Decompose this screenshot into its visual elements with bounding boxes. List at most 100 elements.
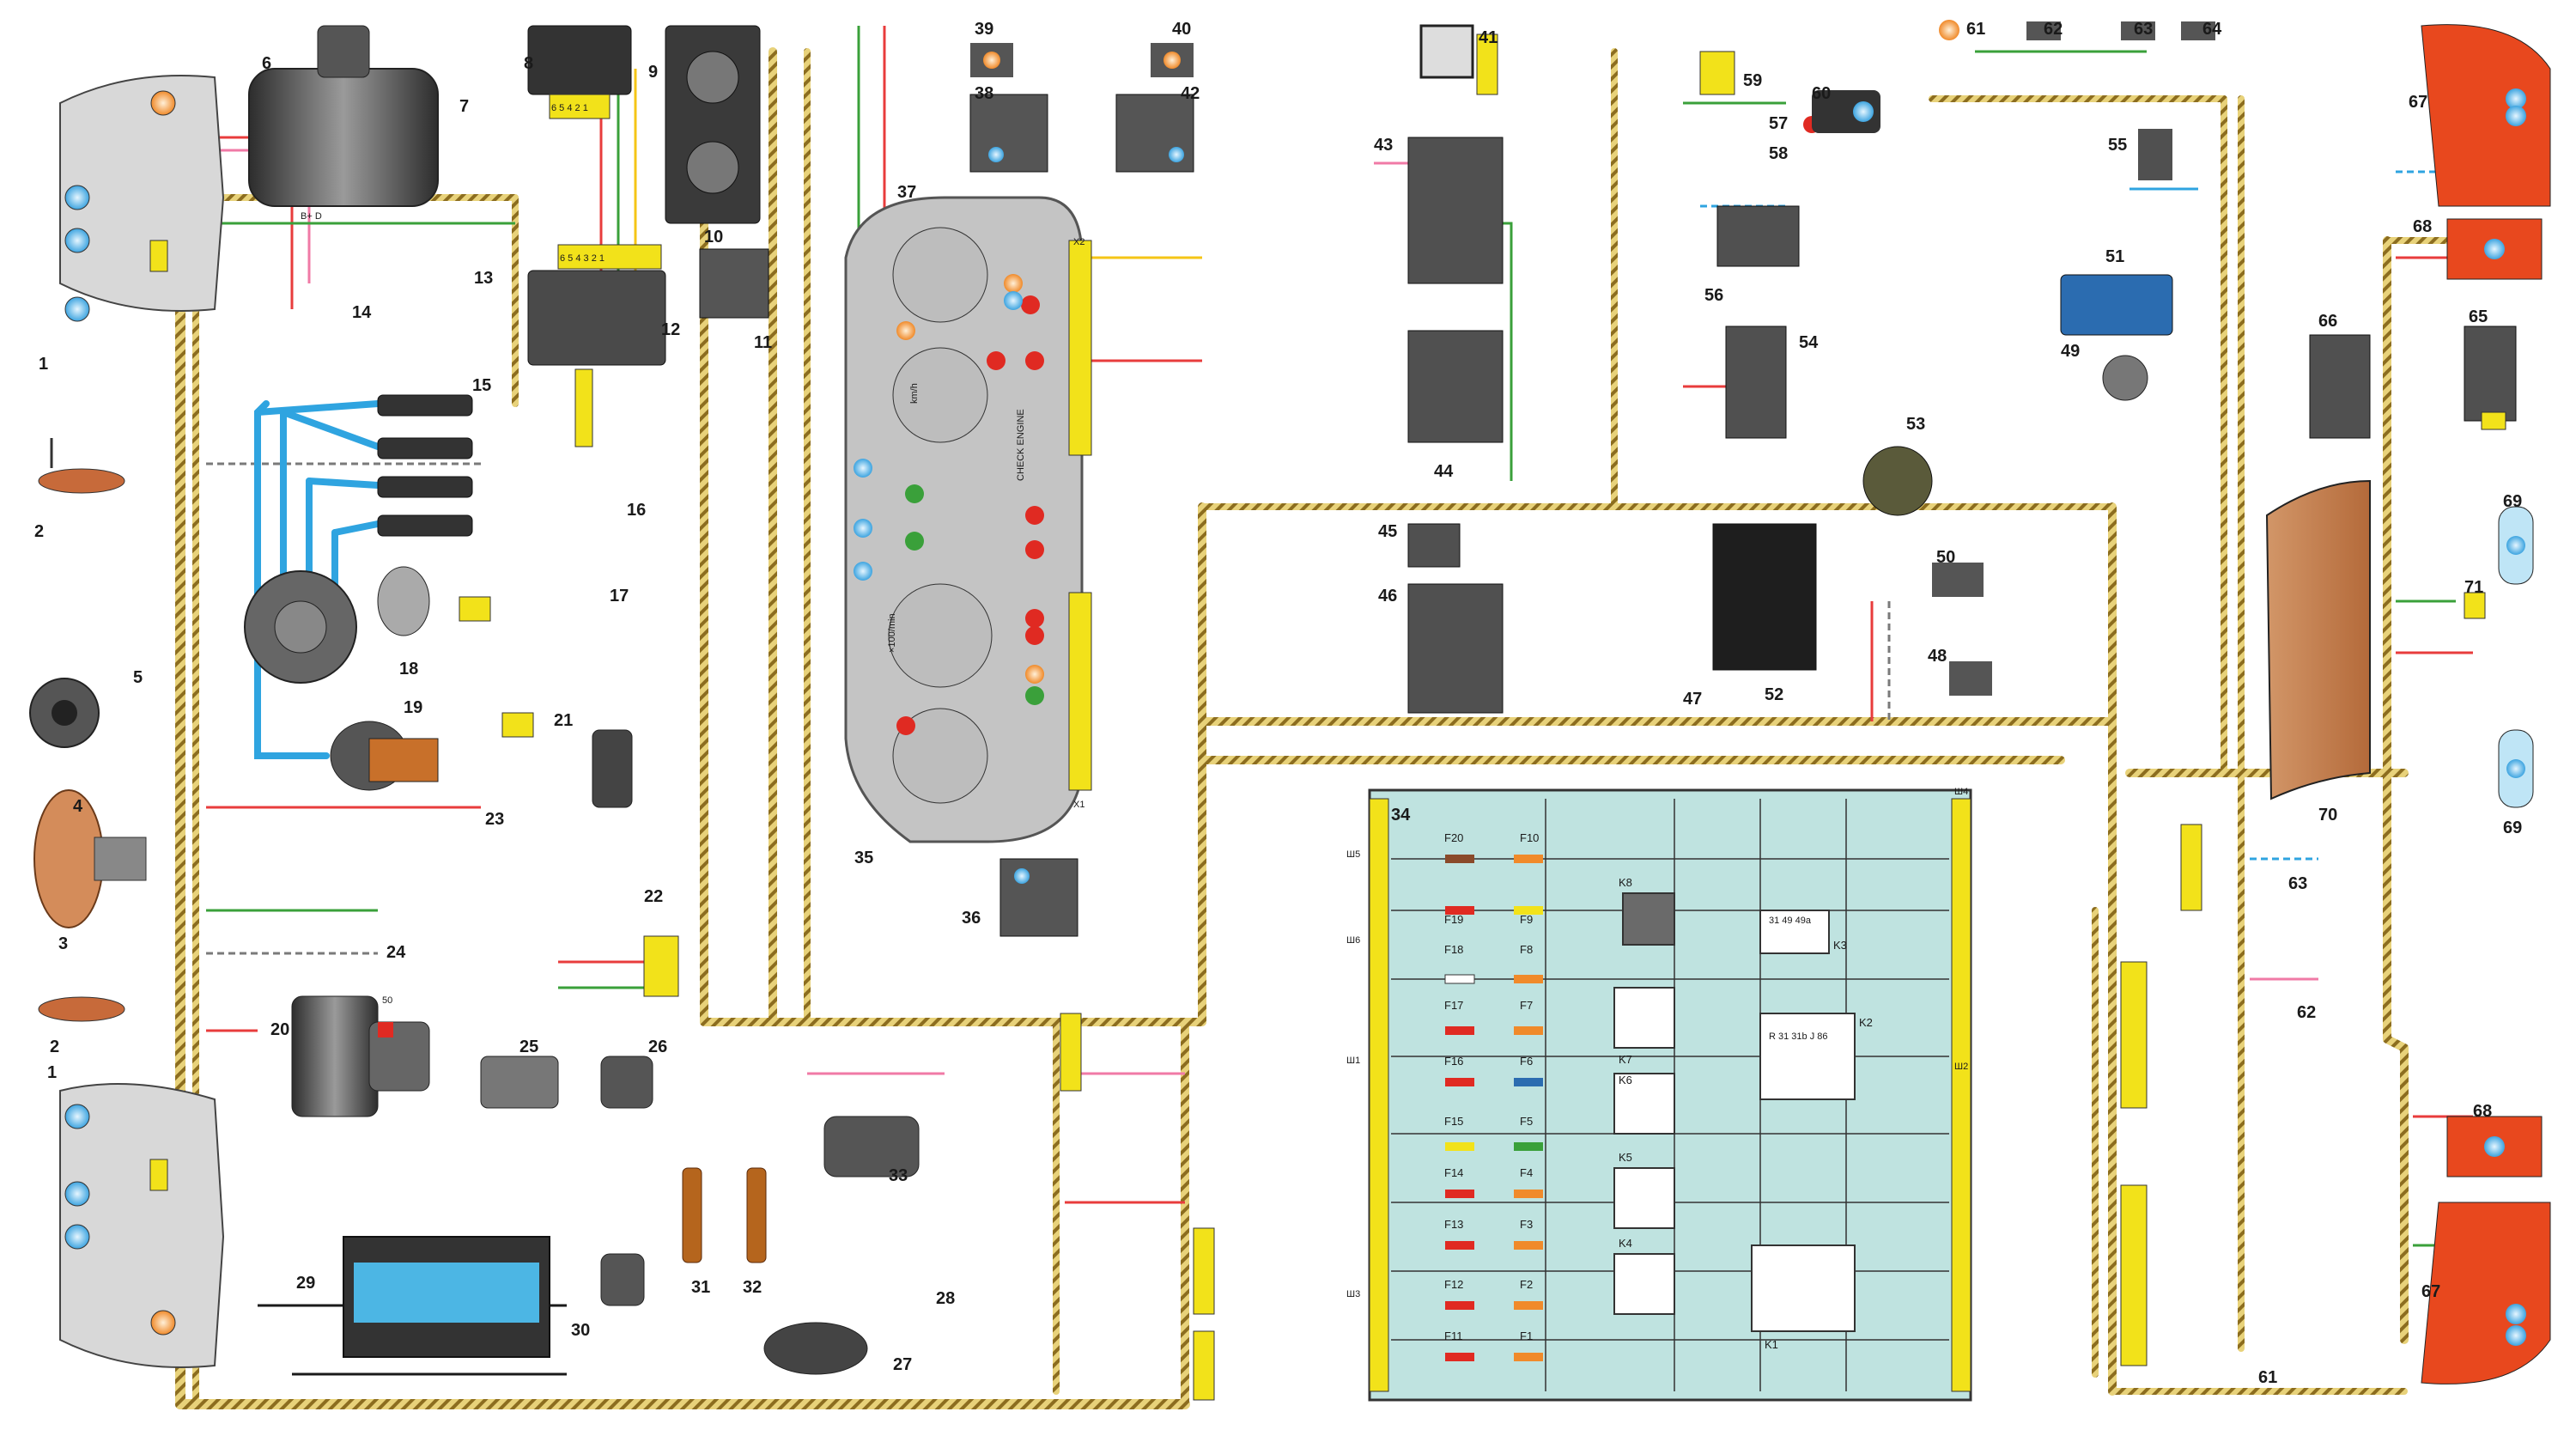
connector-8-pins: 6 5 4 2 1	[551, 103, 588, 113]
fuse-relay-box	[1368, 788, 1972, 1402]
fuse-label: F11	[1444, 1330, 1462, 1342]
fuse-label: F1	[1520, 1330, 1533, 1342]
label-7: 7	[459, 97, 469, 116]
cluster-connector-x2: X2	[1073, 237, 1084, 247]
misc-labels: 31 49 49a R 31 31b J 86 B+ D 50 6 5 4 3 …	[301, 103, 1828, 1042]
fuse-label: F17	[1444, 999, 1463, 1012]
headlamp-front-left-bottom	[59, 1083, 225, 1368]
label-54: 54	[1799, 333, 1819, 352]
relay-51	[2060, 274, 2173, 336]
label-62: 62	[2044, 20, 2063, 39]
label-50: 50	[1936, 548, 1955, 567]
hazard-switch-54	[1725, 326, 1787, 439]
label-45: 45	[1378, 522, 1397, 541]
headlamp-front-left-top	[59, 75, 225, 322]
fuse-label: F12	[1444, 1278, 1463, 1291]
washer-pumps	[682, 1167, 767, 1263]
label-36: 36	[962, 909, 981, 928]
label-59: 59	[1743, 71, 1762, 90]
label-2: 2	[34, 522, 44, 541]
label-66: 66	[2318, 312, 2337, 331]
fuse-labels: F20 F19 F18 F17 F16 F15 F14 F13 F12 F11 …	[1444, 831, 1539, 1342]
label-12: 12	[661, 320, 680, 339]
switch-10	[699, 248, 769, 319]
ignition-switch-46	[1407, 583, 1504, 714]
starter-motor	[291, 995, 430, 1117]
connector-12-pins: 6 5 4 3 2 1	[560, 253, 605, 264]
relay-label: K8	[1619, 876, 1632, 889]
relay-label: K5	[1619, 1151, 1632, 1164]
label-1: 1	[39, 355, 48, 374]
taillamp-right-top	[2421, 24, 2551, 280]
label-2: 2	[50, 1038, 59, 1056]
fuel-sender-53	[1862, 446, 1933, 516]
label-52: 52	[1765, 685, 1783, 704]
label-61: 61	[1966, 20, 1985, 39]
switch-55	[2138, 129, 2172, 180]
heater-control-panel	[665, 25, 761, 224]
fusebox-connector-labels: Ш5 Ш6 Ш1 Ш3 Ш4 Ш2	[1346, 787, 1968, 1299]
relay-label: K7	[1619, 1053, 1632, 1066]
label-42: 42	[1181, 84, 1200, 103]
label-39: 39	[975, 20, 993, 39]
battery	[343, 1236, 550, 1358]
label-14: 14	[352, 303, 372, 322]
license-lamps-69	[2498, 506, 2534, 808]
horn-27	[763, 1322, 868, 1375]
label-58: 58	[1769, 144, 1788, 163]
label-55: 55	[2108, 136, 2127, 155]
ignition-leads	[254, 400, 381, 759]
switch-36	[999, 858, 1078, 937]
label-68: 68	[2473, 1102, 2492, 1121]
connector-label: Ш4	[1954, 787, 1968, 797]
label-49: 49	[2061, 342, 2080, 361]
fuse-label: F9	[1520, 913, 1533, 926]
gauge-41	[1419, 24, 1474, 79]
relay-label: K1	[1765, 1338, 1778, 1351]
fuse-label: F7	[1520, 999, 1533, 1012]
lamp-39	[970, 43, 1013, 77]
component-labels: 1 1 2 2 3 4 5 6 7 8 9 10 11 12 13 14 15 …	[34, 20, 2522, 1387]
label-69: 69	[2503, 492, 2522, 511]
label-41: 41	[1479, 28, 1498, 47]
relays	[1613, 892, 1856, 1332]
label-20: 20	[270, 1020, 289, 1039]
relay-label: K3	[1833, 939, 1847, 952]
relay-labels: K8 K7 K6 K5 K4 K3 K2 K1	[1619, 876, 1873, 1351]
label-63: 63	[2288, 874, 2307, 893]
label-29: 29	[296, 1274, 315, 1293]
label-13: 13	[474, 269, 493, 288]
fuse-label: F3	[1520, 1218, 1533, 1231]
switch-45	[1407, 523, 1461, 568]
label-37: 37	[897, 183, 916, 202]
label-31: 31	[691, 1278, 710, 1297]
connector-label: Ш1	[1346, 1056, 1360, 1066]
fog-lamp-left-bottom	[38, 996, 125, 1022]
starter-terminal: 50	[382, 995, 392, 1006]
check-engine-label: CHECK ENGINE	[1016, 409, 1026, 481]
cluster-indicator-lamps	[854, 274, 1044, 735]
label-28: 28	[936, 1289, 955, 1308]
label-67: 67	[2421, 1282, 2440, 1301]
switch-65	[2464, 326, 2517, 422]
label-24: 24	[386, 943, 406, 962]
connector-label: Ш2	[1954, 1062, 1968, 1072]
label-18: 18	[399, 660, 418, 678]
ignition-coil	[330, 721, 439, 791]
label-15: 15	[472, 376, 491, 395]
label-44: 44	[1434, 462, 1454, 481]
alternator	[248, 25, 439, 207]
module-12	[527, 244, 666, 366]
label-62: 62	[2297, 1003, 2316, 1022]
fuse-label: F6	[1520, 1055, 1533, 1068]
wiper-motor	[823, 1116, 920, 1177]
switch-38-39	[969, 94, 1048, 173]
label-10: 10	[704, 228, 723, 246]
fog-lamp-left-top	[38, 438, 125, 494]
fuse-label: F16	[1444, 1055, 1463, 1068]
sensor-26	[600, 1056, 653, 1109]
distributor	[244, 566, 430, 684]
label-33: 33	[889, 1166, 908, 1185]
label-70: 70	[2318, 806, 2337, 825]
